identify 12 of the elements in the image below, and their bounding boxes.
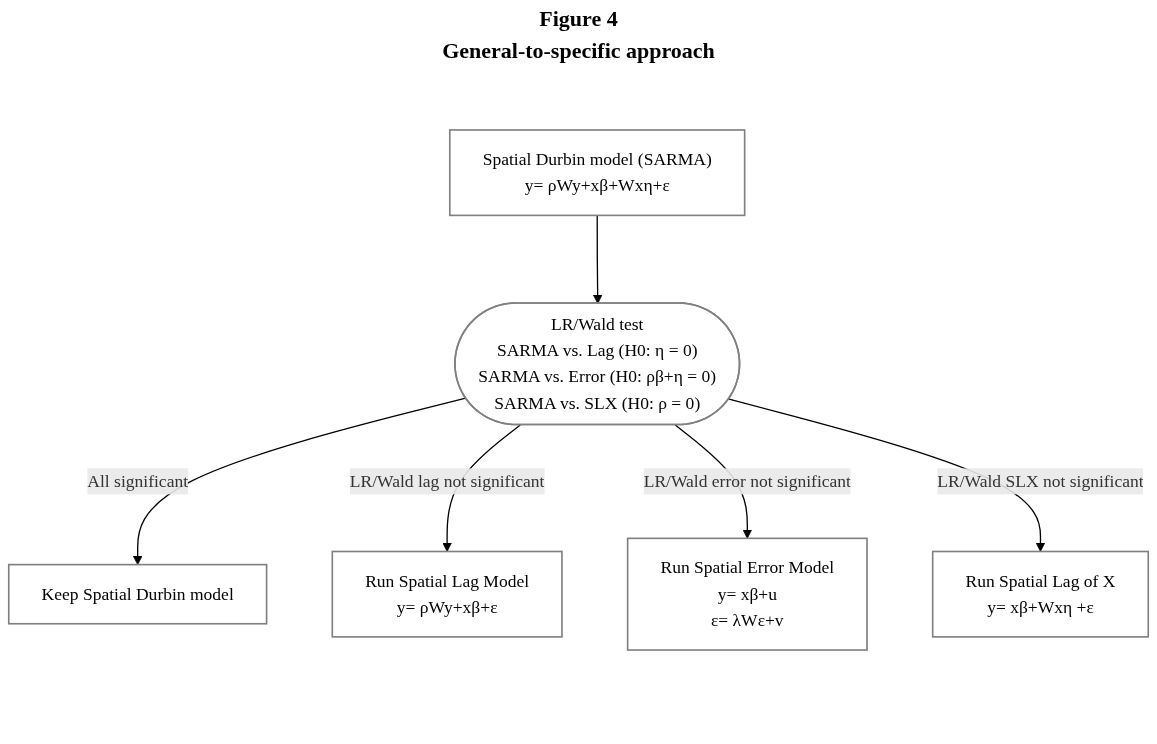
node-box: Run Spatial Lag of X y= xβ+Wxη +ε — [931, 550, 1150, 638]
edge-label: All significant — [87, 471, 189, 491]
arrow — [592, 214, 603, 304]
node-box: Run Spatial Lag Model y= ρWy+xβ+ε — [331, 550, 563, 638]
node-box: Keep Spatial Durbin model — [7, 563, 268, 625]
figure-subtitle: General-to-specific approach — [441, 38, 716, 64]
edge-label: LR/Wald error not significant — [643, 471, 851, 491]
node-box: Spatial Durbin model (SARMA) y= ρWy+xβ+Wxη+ε — [448, 129, 746, 217]
figure-title: Figure 4 — [538, 6, 619, 32]
node-box: Run Spatial Error Model y= xβ+u ε= λWε+v — [626, 537, 868, 651]
edge-label: LR/Wald SLX not significant — [937, 471, 1144, 491]
edge-label: LR/Wald lag not significant — [349, 471, 545, 491]
